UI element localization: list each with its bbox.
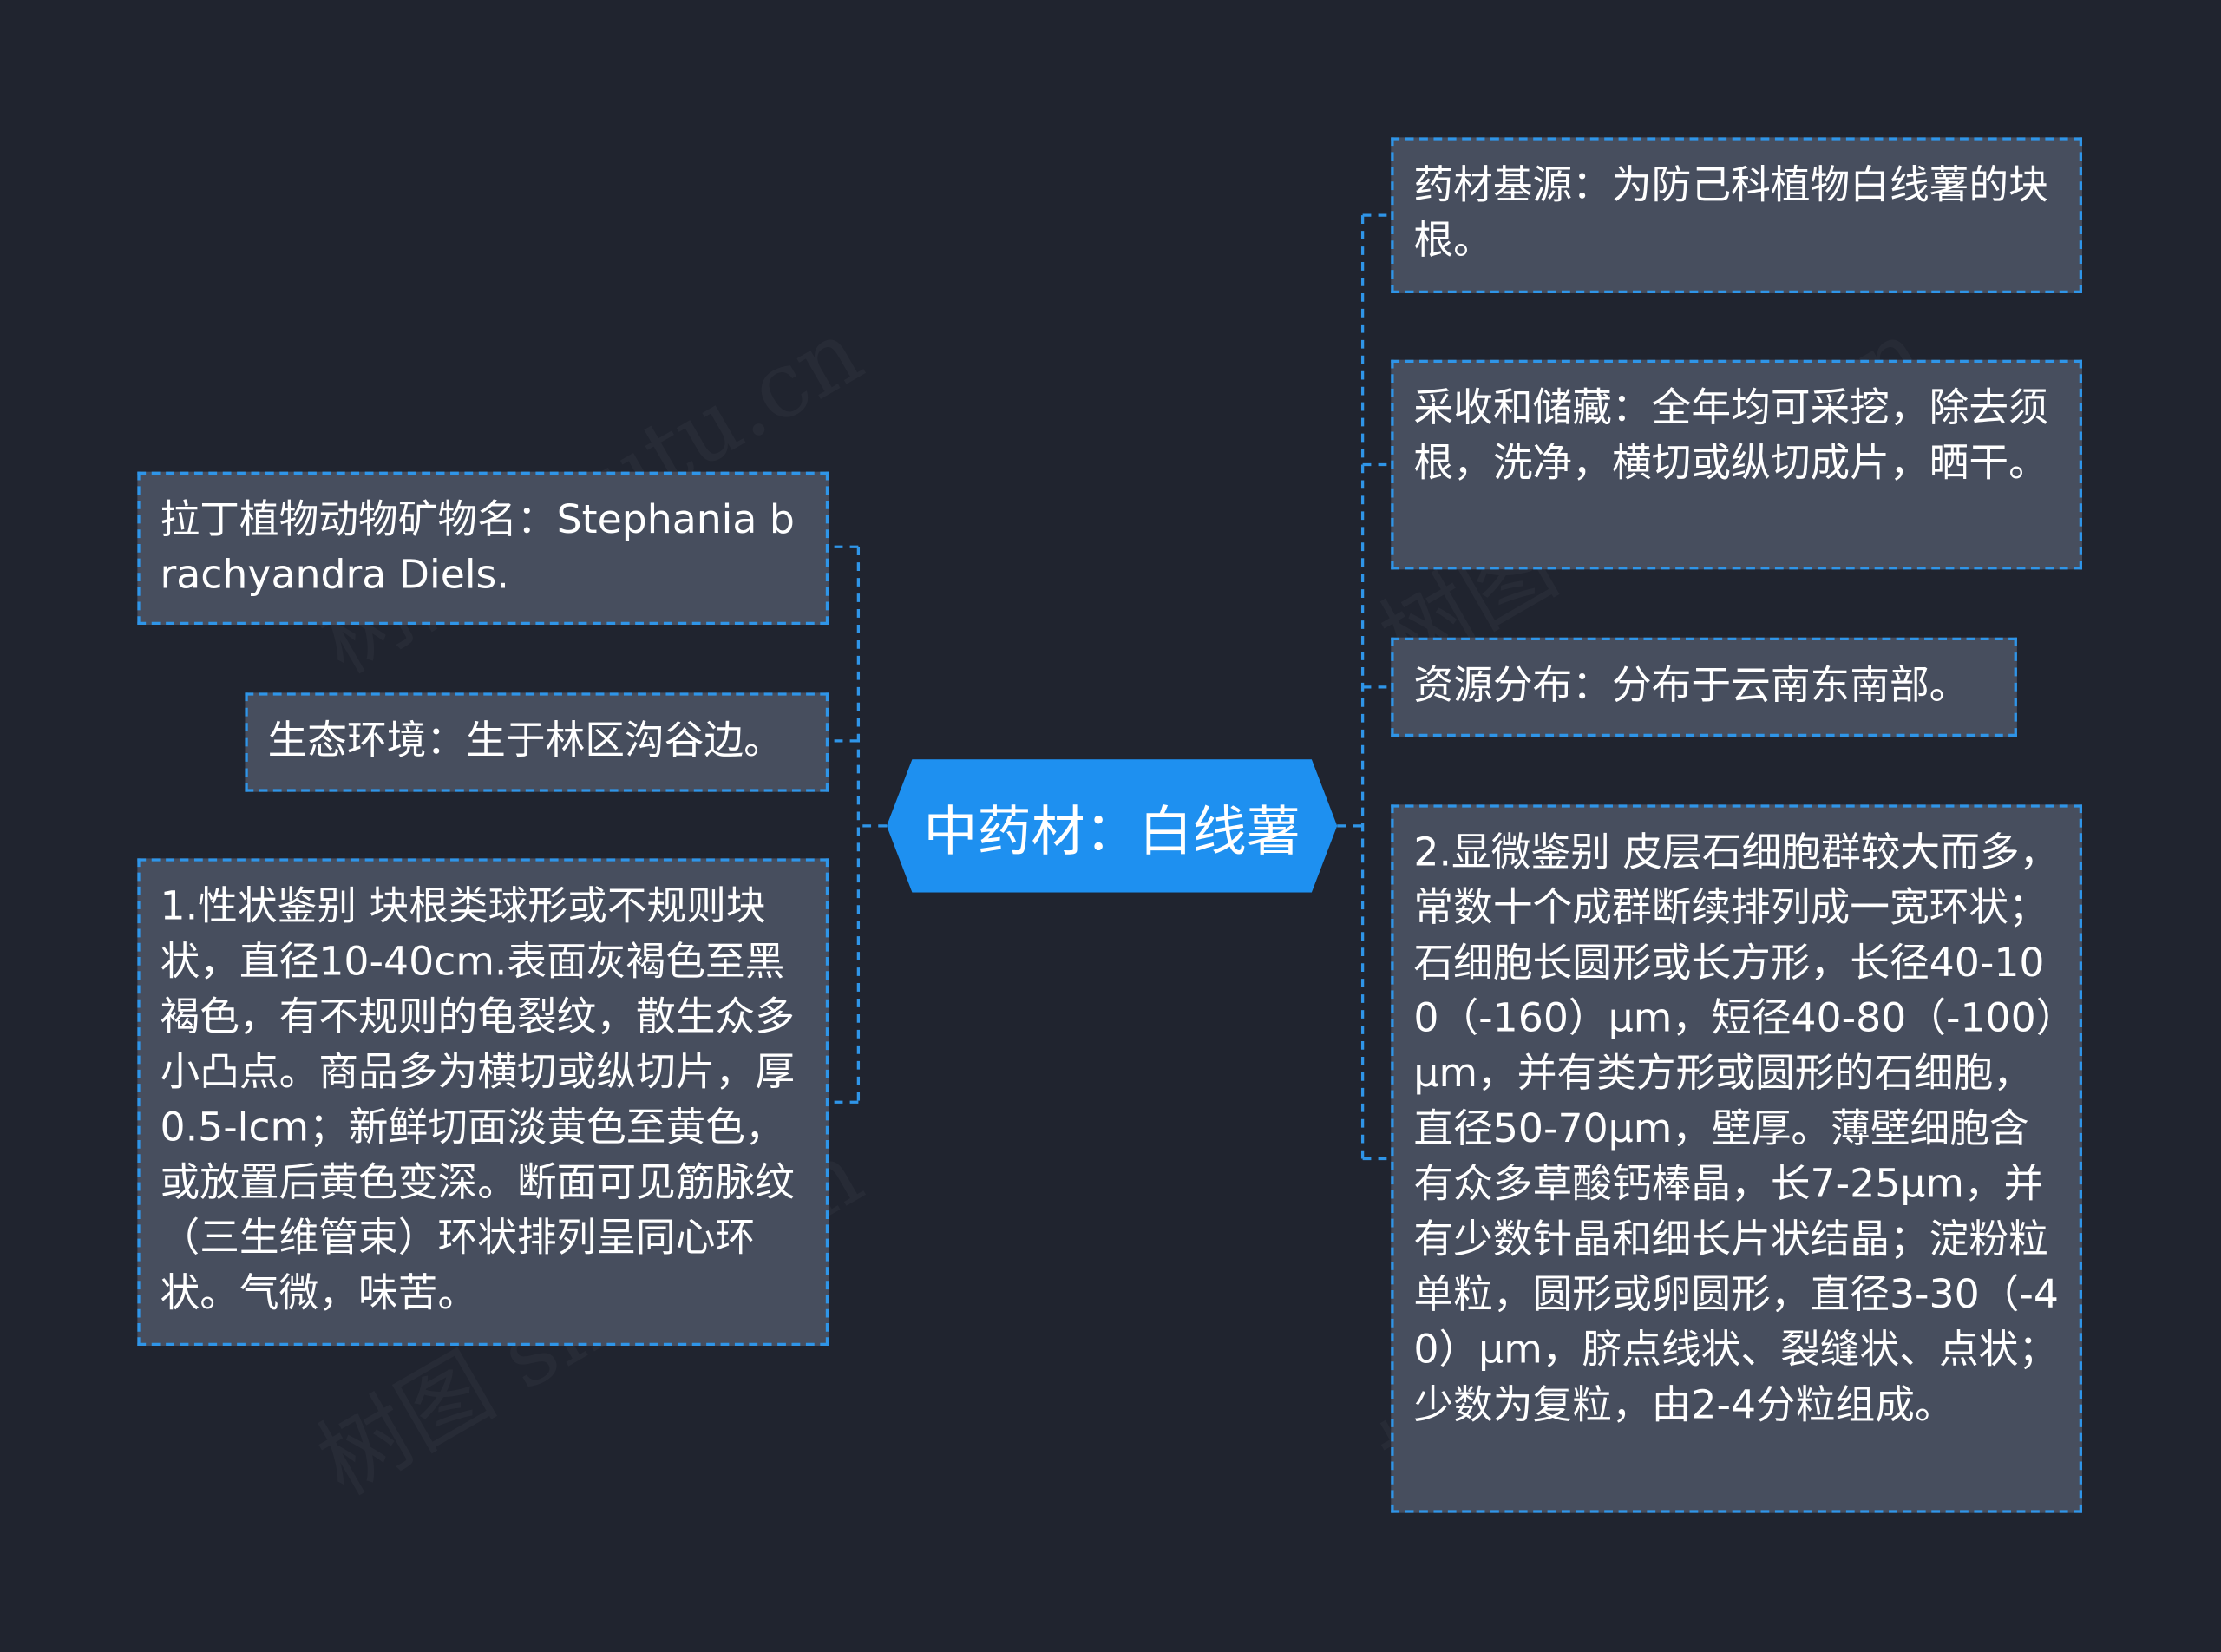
topic-microscopic-identification[interactable]: 2.显微鉴别 皮层石细胞群较大而多，常数十个成群断续排列成一宽环状；石细胞长圆形… bbox=[1391, 804, 2082, 1513]
topic-macroscopic-identification[interactable]: 1.性状鉴别 块根类球形或不规则块状，直径10-40cm.表面灰褐色至黑褐色，有… bbox=[137, 858, 829, 1347]
topic-distribution-text: 资源分布：分布于云南东南部。 bbox=[1413, 661, 1969, 709]
topic-latin-name[interactable]: 拉丁植物动物矿物名：Stephania brachyandra Diels. bbox=[137, 471, 829, 625]
topic-source-text: 药材基源：为防己科植物白线薯的块根。 bbox=[1413, 161, 2048, 264]
topic-distribution[interactable]: 资源分布：分布于云南东南部。 bbox=[1391, 637, 2017, 737]
topic-source[interactable]: 药材基源：为防己科植物白线薯的块根。 bbox=[1391, 137, 2082, 293]
topic-harvest-storage[interactable]: 采收和储藏：全年均可采挖，除去须根，洗净，横切或纵切成片，晒干。 bbox=[1391, 359, 2082, 570]
topic-habitat-text: 生态环境：生于林区沟谷边。 bbox=[267, 717, 783, 764]
connector-right-trunk bbox=[1337, 215, 1365, 1159]
central-topic-shape bbox=[887, 759, 1338, 893]
topic-harvest-storage-text: 采收和储藏：全年均可采挖，除去须根，洗净，横切或纵切成片，晒干。 bbox=[1413, 384, 2048, 486]
topic-microscopic-identification-text: 2.显微鉴别 皮层石细胞群较大而多，常数十个成群断续排列成一宽环状；石细胞长圆形… bbox=[1413, 829, 2060, 1428]
central-topic-label: 中药材：白线薯 bbox=[923, 799, 1300, 862]
topic-latin-name-text: 拉丁植物动物矿物名：Stephania brachyandra Diels. bbox=[160, 495, 795, 598]
topic-macroscopic-identification-text: 1.性状鉴别 块根类球形或不规则块状，直径10-40cm.表面灰褐色至黑褐色，有… bbox=[160, 882, 795, 1316]
topic-habitat[interactable]: 生态环境：生于林区沟谷边。 bbox=[245, 692, 829, 792]
central-topic[interactable]: 中药材：白线薯 bbox=[887, 759, 1338, 893]
connector-left-trunk bbox=[856, 547, 888, 1103]
